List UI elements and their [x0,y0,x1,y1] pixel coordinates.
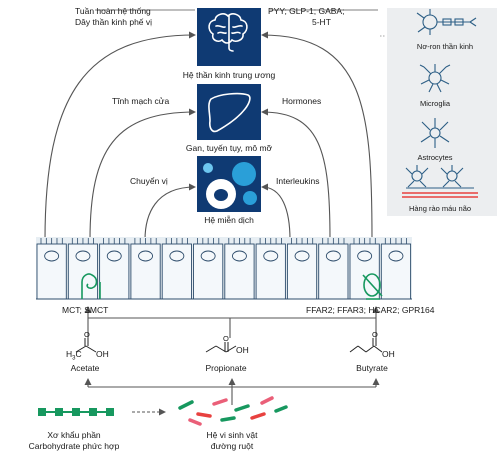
cell-nucleus [294,250,310,262]
route-translocation: Chuyển vị [130,176,168,186]
acetate-oh: OH [96,349,109,359]
fiber-chain-icon [38,408,114,416]
signal-pyy-glp1-gaba: PYY; GLP-1; GABA; [268,6,345,16]
butyrate-o: O [372,330,378,339]
cell-nucleus [388,250,404,262]
microglia-label: Microglia [419,99,451,108]
propionate-label: Propionate [205,363,247,373]
butyrate-oh: OH [382,349,395,359]
epithelial-cell [380,243,412,300]
astrocytes-label: Astrocytes [417,153,453,162]
butyrate-label: Butyrate [356,363,388,373]
cell-nucleus [106,250,122,262]
epithelial-cell [99,243,130,300]
liver-box [197,84,261,140]
cell-nucleus [44,250,60,262]
signal-interleukins: Interleukins [276,176,320,186]
absorption-arrows [84,306,380,338]
microbiota-label-1: Hệ vi sinh vật [206,430,258,440]
butyrate-structure [349,338,383,353]
epithelial-cell [286,243,318,300]
liver-label: Gan, tuyến tụy, mô mỡ [185,143,273,153]
route-systemic-circulation: Tuần hoàn hệ thống [75,6,151,16]
epithelial-cell [193,243,224,300]
signal-hormones: Hormones [282,96,322,106]
right-signal-arrows [261,9,378,241]
epithelial-cell [255,243,286,300]
epithelial-cell [130,243,161,300]
cell-nucleus [325,250,341,262]
microglia-icon [419,64,451,93]
cell-nucleus [138,250,154,262]
route-portal-vein: Tĩnh mạch cửa [112,96,170,106]
bbb-label: Hàng rào máu não [408,204,472,213]
epithelial-cell [67,243,99,300]
fiber-label-1: Xơ khẩu phần [47,430,101,440]
cns-box [197,8,261,66]
epithelial-cell [224,243,255,300]
receptor-right-label: FFAR2; FFAR3; HCAR2; GPR164 [306,305,435,315]
immune-cells-icon [203,162,257,209]
cell-nucleus [231,250,247,262]
cell-types-panel [387,8,497,216]
cell-nucleus [200,250,216,262]
cell-nucleus [263,250,279,262]
ffar-receptor-icon [362,273,383,300]
mct-transporter-icon [81,273,101,299]
epithelial-cell [318,243,349,300]
acetate-o: O [84,330,90,339]
left-route-arrows [44,9,196,241]
propionate-structure [205,342,237,353]
cns-label: Hệ thần kinh trung ương [182,70,276,80]
route-vagus-nerve: Dây thần kinh phế vị [75,17,153,27]
microbiota-label-2: đường ruột [210,441,254,451]
immune-label: Hệ miễn dịch [204,215,254,225]
propionate-oh: OH [236,345,249,355]
fermentation-arrows [84,378,380,416]
cell-nucleus [357,250,373,262]
epithelial-cell [161,243,192,300]
acetate-label: Acetate [70,363,100,373]
brain-icon [208,13,248,52]
fiber-label-2: Carbohydrate phức hợp [28,441,120,451]
astrocyte-icon [420,118,450,148]
neuron-icon [416,9,477,35]
intestinal-epithelium [36,237,412,300]
immune-box [197,156,261,212]
blood-brain-barrier-icon [402,165,478,198]
propionate-o: O [223,334,229,343]
cell-nucleus [75,250,91,262]
acetate-h3c: H3C [66,349,82,362]
epithelial-cell [36,243,67,300]
liver-icon [208,92,251,133]
receptor-left-label: MCT; SMCT [62,305,109,315]
acetate-structure [75,338,97,353]
signal-5ht: 5-HT [312,17,331,27]
neuron-label: Nơ-ron thần kinh [416,42,474,51]
cell-nucleus [169,250,185,262]
microbiota-icon [178,396,288,426]
